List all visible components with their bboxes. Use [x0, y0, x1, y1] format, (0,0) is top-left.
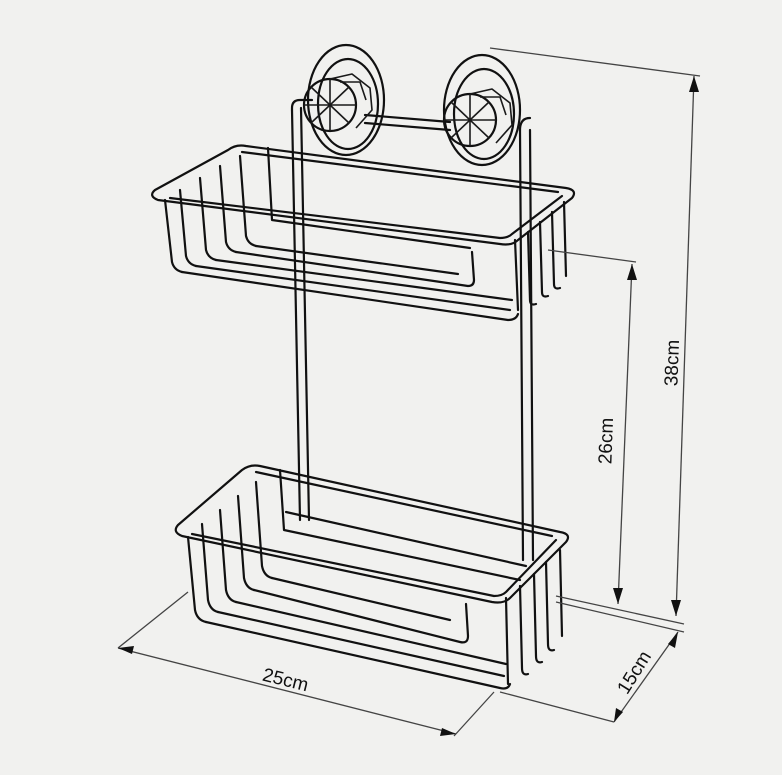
suction-cup-left: [302, 43, 386, 157]
suction-cup-right: [442, 53, 522, 167]
label-total-height: 38cm: [661, 339, 685, 387]
dimension-width: [117, 591, 495, 737]
label-shelf-spacing: 26cm: [595, 417, 619, 465]
dimension-base-lines: [555, 595, 685, 633]
dimension-total-height: [489, 47, 701, 617]
frame: [290, 98, 535, 562]
upper-basket: [151, 144, 576, 322]
lower-basket: [174, 464, 570, 690]
dimension-depth: [499, 631, 679, 723]
dimension-shelf-spacing: [547, 249, 637, 605]
